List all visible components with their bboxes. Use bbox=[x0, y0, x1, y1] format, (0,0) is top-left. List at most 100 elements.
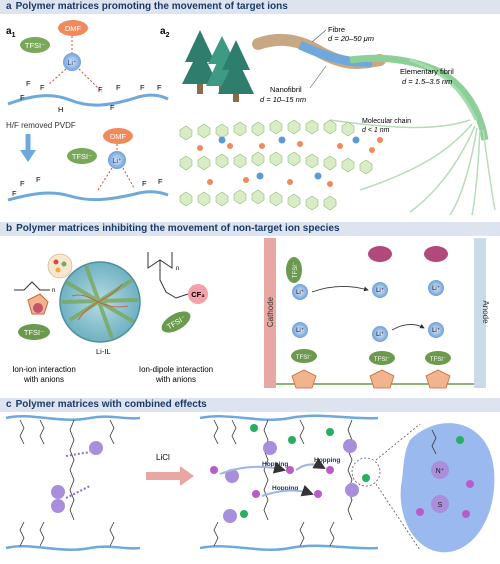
polymer-chain-top bbox=[5, 415, 141, 421]
ionic-interaction bbox=[65, 451, 91, 457]
fluorine-atom: F bbox=[12, 189, 17, 198]
tfsi-ion bbox=[67, 148, 97, 164]
polymer-chain-bottom bbox=[199, 544, 379, 551]
h-f-removed-label: H/F removed PVDF bbox=[6, 121, 76, 130]
repeat-n: n bbox=[52, 288, 55, 294]
ion-dipole-label: Ion-dipole interaction bbox=[139, 365, 213, 374]
li-il-label: Li-IL bbox=[96, 347, 111, 356]
nanofibril-label: Nanofibril bbox=[270, 85, 302, 94]
polymer-chain-bottom bbox=[5, 545, 141, 551]
dmf-molecule bbox=[58, 20, 88, 36]
section-title: Polymer matrices inhibiting the movement… bbox=[16, 223, 340, 234]
cathode-bar bbox=[264, 238, 276, 388]
elementary-fibril-shape bbox=[349, 54, 489, 141]
panel-a2: a2 Fibre d = 20–50 μm Elementary fibril … bbox=[160, 25, 496, 216]
elementary-fibril-label: Elementary fibril bbox=[400, 67, 454, 76]
fluorine-atom: F bbox=[20, 179, 25, 188]
ammonium-site bbox=[51, 499, 65, 513]
svg-text:Li⁺: Li⁺ bbox=[376, 331, 384, 338]
li-label: Li⁺ bbox=[112, 157, 121, 165]
dmf-molecule bbox=[103, 128, 133, 144]
section-title: Polymer matrices promoting the movement … bbox=[15, 1, 288, 12]
panel-c: LiCl Hopping Hopping Hopping bbox=[5, 414, 495, 553]
ion-dipole-label-2: with anions bbox=[155, 375, 196, 384]
panel-a2-label: a2 bbox=[160, 26, 170, 39]
hop-arrow-icon bbox=[295, 457, 326, 471]
zoom-line bbox=[375, 483, 421, 551]
coordination-line bbox=[122, 167, 135, 189]
svg-text:TFSI⁻: TFSI⁻ bbox=[293, 262, 299, 278]
lithium-ion bbox=[466, 480, 474, 488]
sulfonate-label: S bbox=[438, 502, 443, 509]
molecular-chain-strands bbox=[329, 119, 496, 216]
tree-icon bbox=[182, 30, 218, 94]
cellulose-chains bbox=[179, 119, 383, 211]
fluorine-atom: F bbox=[40, 83, 45, 92]
fluorine-atom: F bbox=[20, 93, 25, 102]
lithium-ions bbox=[210, 466, 334, 498]
coordination-line bbox=[97, 167, 113, 191]
sulfonate-site bbox=[51, 485, 65, 499]
hopping-label: Hopping bbox=[272, 485, 298, 492]
licl-label: LiCl bbox=[156, 453, 170, 462]
dmf-label: DMF bbox=[110, 132, 127, 141]
pvdf-chain-modified bbox=[7, 190, 169, 202]
fibre-pointer bbox=[311, 29, 327, 43]
section-letter: a bbox=[6, 1, 12, 12]
tree-icon bbox=[218, 40, 254, 102]
polymer-backbone bbox=[14, 281, 50, 291]
hop-arrow-icon bbox=[311, 286, 369, 293]
nanofibril-diameter: d = 10–15 nm bbox=[260, 95, 306, 104]
lithium-ion bbox=[108, 151, 126, 169]
anode-label: Anode bbox=[481, 300, 490, 324]
section-title: Polymer matrices with combined effects bbox=[15, 399, 207, 410]
li-il-paths bbox=[71, 283, 129, 321]
ion-ion-label: Ion-ion interaction bbox=[12, 365, 76, 374]
fluorine-atom: F bbox=[158, 177, 163, 186]
svg-text:Li⁺: Li⁺ bbox=[376, 287, 384, 294]
down-arrow-head bbox=[20, 150, 36, 162]
sulfonate-site bbox=[431, 495, 449, 513]
ion-stack: Li⁺ Li⁺ TFSI⁻ bbox=[424, 246, 451, 389]
ammonium-label: N⁺ bbox=[436, 467, 445, 475]
fluorine-atom: F bbox=[36, 175, 41, 184]
elementary-fibril-strand bbox=[409, 58, 478, 121]
zoom-circle bbox=[351, 457, 381, 487]
svg-text:Li⁺: Li⁺ bbox=[432, 285, 440, 292]
side-chain bbox=[159, 260, 189, 299]
ionic-interaction bbox=[65, 485, 91, 499]
fluorine-atom: F bbox=[157, 83, 162, 92]
lithium-ion bbox=[63, 53, 81, 71]
polymer-chain-top bbox=[199, 414, 379, 421]
coordination-line bbox=[47, 68, 67, 86]
tfsi-ion bbox=[20, 37, 50, 53]
cathode-label: Cathode bbox=[266, 296, 275, 327]
ammonium-site bbox=[89, 441, 103, 455]
ion-stack: TFSI⁻ Li⁺ Li⁺ TFSI⁻ bbox=[286, 257, 317, 389]
svg-text:TFSI⁻: TFSI⁻ bbox=[374, 357, 390, 363]
chloride-ions bbox=[240, 424, 370, 518]
svg-text:TFSI⁻: TFSI⁻ bbox=[296, 355, 312, 361]
zoom-line bbox=[375, 423, 421, 461]
side-chains bbox=[213, 419, 353, 547]
tfsi-ion bbox=[161, 311, 191, 333]
fibre-diameter: d = 20–50 μm bbox=[328, 34, 374, 43]
fluorine-atom: F bbox=[26, 79, 31, 88]
side-chains bbox=[19, 419, 115, 547]
hopping-label: Hopping bbox=[314, 457, 340, 464]
hop-arrow-icon bbox=[219, 461, 286, 475]
molecular-chain-diameter: d < 1 nm bbox=[362, 127, 390, 134]
ammonium-site bbox=[431, 461, 449, 479]
hop-arrow-icon bbox=[261, 484, 314, 497]
panel-a1: a1 DMF TFSI⁻ Li⁺ F F F H F F F F F H/F r… bbox=[6, 20, 169, 202]
svg-text:Li⁺: Li⁺ bbox=[296, 327, 304, 334]
elementary-fibril-diameter: d = 1.5–3.5 nm bbox=[402, 77, 452, 86]
tfsi-label: TFSI⁻ bbox=[24, 328, 44, 337]
lithium-ion bbox=[462, 510, 470, 518]
nitrogen-cation bbox=[33, 303, 43, 313]
fluorine-atom: F bbox=[110, 103, 115, 112]
